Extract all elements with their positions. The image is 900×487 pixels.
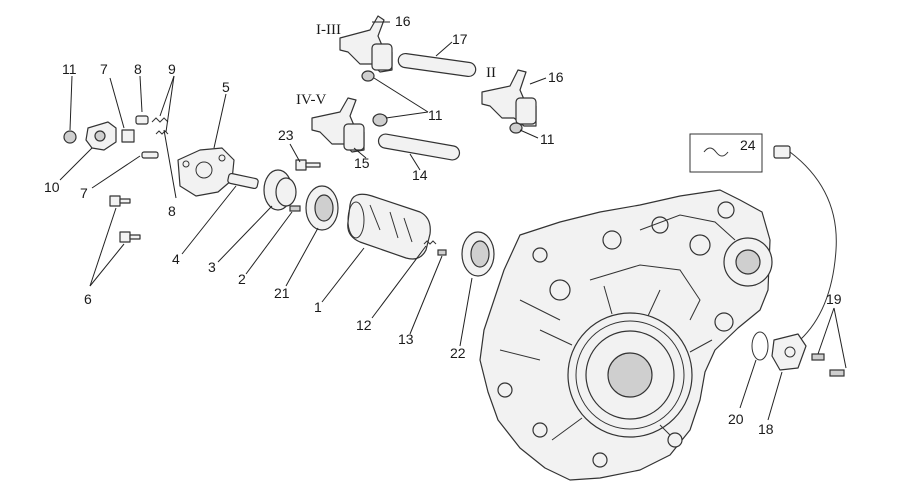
shift-fork-2	[481, 69, 537, 127]
callout-10: 10	[44, 179, 60, 195]
fork-pin-11	[63, 70, 523, 144]
callout-16a: 16	[395, 13, 411, 29]
callout-8b: 8	[168, 203, 176, 219]
block-7	[121, 129, 135, 143]
gear-sensor-cable	[773, 145, 837, 341]
callout-4: 4	[172, 251, 180, 267]
shift-lever-10	[85, 121, 117, 151]
pin-13	[437, 249, 447, 256]
shaft-4	[227, 172, 259, 190]
spring-12	[423, 240, 437, 245]
callout-1: 1	[314, 299, 322, 315]
cam-gear-3	[263, 169, 297, 211]
callout-22: 22	[450, 345, 466, 361]
callout-5: 5	[222, 79, 230, 95]
group-label-2: II	[486, 65, 496, 81]
callout-12: 12	[356, 317, 372, 333]
bearing-22	[461, 231, 495, 277]
callout-21: 21	[274, 285, 290, 301]
roller-8	[135, 115, 149, 125]
gear-sensor-18	[771, 333, 807, 371]
callout-19: 19	[826, 291, 842, 307]
screws-19	[811, 353, 845, 377]
pin-2	[289, 205, 301, 212]
group-label-4-5: IV-V	[296, 92, 326, 108]
shift-fork-1-3	[339, 15, 393, 73]
callout-7b: 7	[80, 185, 88, 201]
callout-11a: 11	[428, 107, 443, 123]
callout-7a: 7	[100, 61, 108, 77]
callout-8a: 8	[134, 61, 142, 77]
shift-fork-4-5	[311, 97, 365, 153]
indexing-plate-5	[177, 147, 235, 197]
callout-6: 6	[84, 291, 92, 307]
fork-shaft-17	[397, 52, 477, 78]
group-label-1-3: I-III	[316, 22, 341, 38]
crankcase	[479, 189, 773, 481]
callout-20: 20	[728, 411, 744, 427]
leader-lines	[59, 21, 847, 421]
screw-23	[295, 159, 321, 171]
callout-11b: 11	[540, 131, 555, 147]
callout-14: 14	[412, 167, 428, 183]
callout-numbers: 16 17 16 11 11 15 14 11 7 8 9 10 7 8 5 6…	[44, 13, 842, 437]
callout-2: 2	[238, 271, 246, 287]
fork-shaft-14	[377, 133, 461, 161]
kit-box-24: 24	[689, 133, 763, 173]
callout-15: 15	[354, 155, 370, 171]
callout-16b: 16	[548, 69, 564, 85]
bolts-6	[109, 195, 141, 243]
callout-23: 23	[278, 127, 294, 143]
callout-13: 13	[398, 331, 414, 347]
callout-17: 17	[452, 31, 468, 47]
o-ring-20	[751, 331, 769, 361]
pin-8	[141, 151, 159, 159]
callout-11c: 11	[62, 61, 77, 77]
bearing-21	[305, 185, 339, 231]
callout-9: 9	[168, 61, 176, 77]
callout-3: 3	[208, 259, 216, 275]
selector-drum-1	[347, 193, 431, 260]
callout-24: 24	[740, 137, 756, 153]
callout-18: 18	[758, 421, 774, 437]
